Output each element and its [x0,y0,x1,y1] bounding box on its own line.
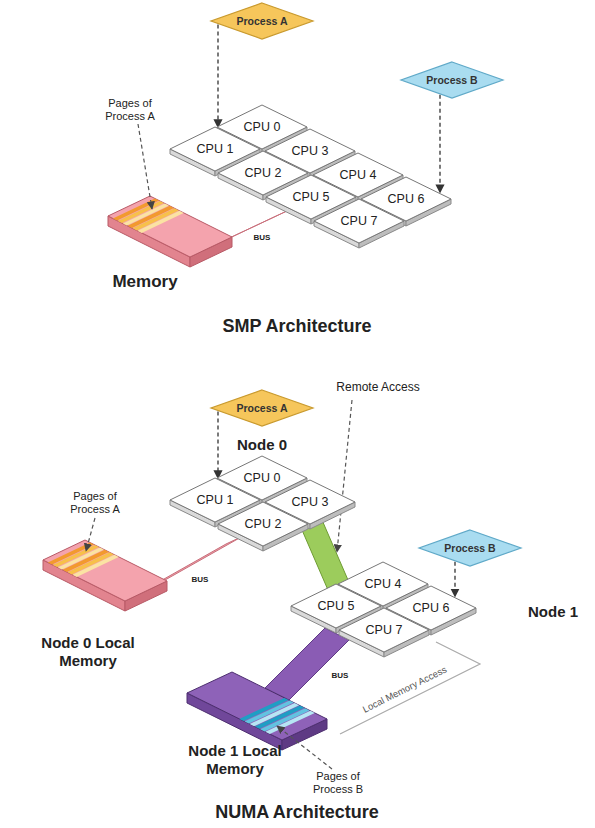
access-bracket [340,642,480,734]
memory-block: Node 0 Local Memory [36,530,176,680]
memory-block: Node 1 Local Memory [180,662,340,782]
cpu-tile: CPU 7 [338,607,430,658]
memory-label: Node 1 Local Memory [183,742,287,778]
section-title: SMP Architecture [222,316,371,337]
bus-label: BUS [192,575,209,584]
page-stripe [138,211,184,233]
cpu-label: CPU 1 [169,140,261,158]
cpu-label: CPU 5 [265,188,357,206]
process-diamond: Process A [210,389,314,427]
tile-top [339,608,429,652]
process-diamond: Process B [400,61,504,99]
cpu-label: CPU 0 [216,118,308,136]
process-label: Process A [210,400,314,416]
process-diamond: Process B [418,529,522,567]
cpu-label: CPU 4 [312,166,404,184]
diamond-outline [401,62,503,98]
callout-text: Pages of Process B [306,770,370,795]
cpu-label: CPU 7 [313,212,405,230]
leader-line [86,518,95,551]
node-label: Node 1 [528,603,578,620]
dashed-arrow [217,25,218,128]
leader-line [337,400,352,552]
cpu-label: CPU 3 [264,142,356,160]
memory-block: Memory [100,190,240,298]
cpu-tile: CPU 2 [217,501,309,552]
diamond-outline [419,530,521,566]
memory-top [187,672,327,740]
callout-text: Remote Access [336,381,419,395]
cpu-label: CPU 4 [337,575,429,593]
cpu-label: CPU 1 [169,491,261,509]
cpu-label: CPU 0 [216,469,308,487]
page-stripe [73,555,119,577]
callout-text: Pages of Process A [98,97,162,122]
cpu-label: CPU 6 [385,599,477,617]
process-label: Process B [400,72,504,88]
cpu-label: CPU 3 [264,493,356,511]
page-stripe [68,552,114,574]
tile-top [314,199,404,243]
memory-label: Node 0 Local Memory [36,634,140,670]
memory-label: Memory [112,272,177,292]
page-stripe [260,708,310,731]
node-label: Node 0 [237,436,287,453]
dashed-arrow [439,95,440,193]
bus-label: BUS [254,233,271,242]
process-label: Process B [418,540,522,556]
cpu-label: CPU 2 [217,515,309,533]
bus-band [265,628,349,700]
leader-line [138,124,152,209]
diamond-outline [211,390,313,426]
callout-text: Pages of Process A [63,490,127,515]
access-label: Local Memory Access [361,664,449,715]
cpu-tile: CPU 7 [313,198,405,249]
diamond-outline [211,3,313,39]
page-stripe [265,711,314,734]
bus-label: BUS [332,671,349,680]
section-title: NUMA Architecture [215,802,379,823]
dashed-arrow [454,562,455,597]
memory-top [108,196,232,257]
cpu-label: CPU 6 [360,190,452,208]
dashed-arrow [217,412,218,479]
leader-line [277,726,332,769]
page-stripe [133,208,179,230]
tile-top [218,502,308,546]
process-label: Process A [210,13,314,29]
cpu-label: CPU 7 [338,621,430,639]
interconnect-link [302,520,348,590]
process-diamond: Process A [210,2,314,40]
cpu-label: CPU 5 [290,597,382,615]
cpu-label: CPU 2 [217,164,309,182]
memory-top [43,540,167,601]
